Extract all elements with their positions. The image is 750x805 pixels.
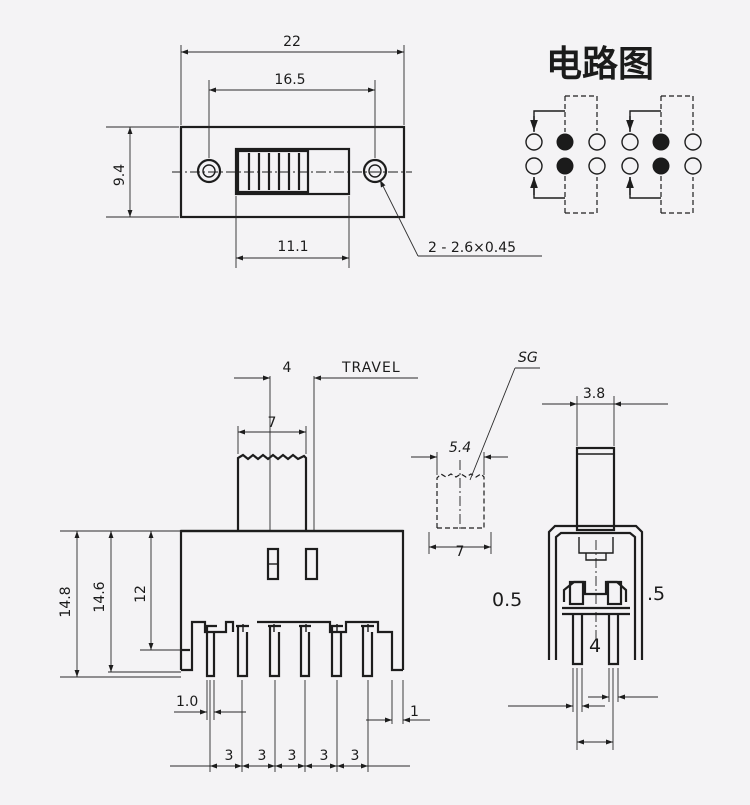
contact-open (588, 157, 606, 175)
dim-pitch: 3 (288, 748, 297, 764)
dim-slot-width: 11.1 (277, 239, 308, 255)
dim-side-actuator-width: 3.8 (583, 386, 605, 402)
contact-open (621, 133, 639, 151)
dim-pitch: 3 (351, 748, 360, 764)
mounting-hole-right (362, 158, 388, 184)
side-actuator (575, 446, 616, 532)
dim-hole-pitch: 16.5 (274, 72, 305, 88)
travel-label: TRAVEL (341, 360, 401, 376)
pitch-dims: 3 3 3 3 3 (170, 680, 410, 772)
dim-overall-width: 22 (283, 34, 301, 50)
sg-label: SG (518, 350, 538, 366)
contact-open (621, 157, 639, 175)
dim-right-offset: .5 (647, 583, 665, 605)
contact-closed (652, 157, 670, 175)
dim-pin-width: 1.0 (176, 694, 198, 710)
contact-open (525, 157, 543, 175)
dim-travel: 4 (283, 360, 292, 376)
dim-pitch: 3 (320, 748, 329, 764)
dim-sg-inner-width: 5.4 (449, 440, 471, 456)
contact-open (684, 157, 702, 175)
dim-pin-thickness: 1 (410, 704, 419, 720)
contact-open (525, 133, 543, 151)
contact-closed (556, 133, 574, 151)
hole-callout: 2 - 2.6×0.45 (428, 240, 516, 256)
dim-row-spacing: 4 (589, 635, 601, 657)
knob-ridges (247, 153, 301, 190)
top-view: 22 16.5 9.4 11.1 2 - 2.6×0.45 (106, 34, 542, 268)
dim-height: 9.4 (112, 164, 128, 186)
circuit-diagram (525, 95, 702, 214)
circuit-diagram-title: 电路图 (546, 44, 654, 85)
top-view-slot (234, 147, 351, 196)
dim-pitch: 3 (258, 748, 267, 764)
contact-open (684, 133, 702, 151)
dim-left-offset: 0.5 (492, 589, 522, 611)
side-view: 3.8 0.5 .5 4 (492, 386, 668, 750)
front-actuator (236, 453, 308, 531)
dim-sg-outer-width: 7 (456, 544, 465, 560)
dim-actuator-width: 7 (268, 415, 277, 431)
dim-pitch: 3 (225, 748, 234, 764)
top-view-knob (236, 149, 310, 194)
sg-detail: 5.4 7 SG (411, 350, 540, 560)
mounting-hole-left (196, 158, 222, 184)
contact-closed (652, 133, 670, 151)
front-pins (205, 624, 374, 678)
dim-overall-height: 14.8 (58, 586, 74, 617)
contact-open (588, 133, 606, 151)
contact-closed (556, 157, 574, 175)
front-view: 4 TRAVEL 7 14.8 14.6 12 1.0 1 (58, 360, 430, 772)
dim-body-height: 12 (133, 585, 149, 603)
dim-terminal-height: 14.6 (92, 581, 108, 612)
